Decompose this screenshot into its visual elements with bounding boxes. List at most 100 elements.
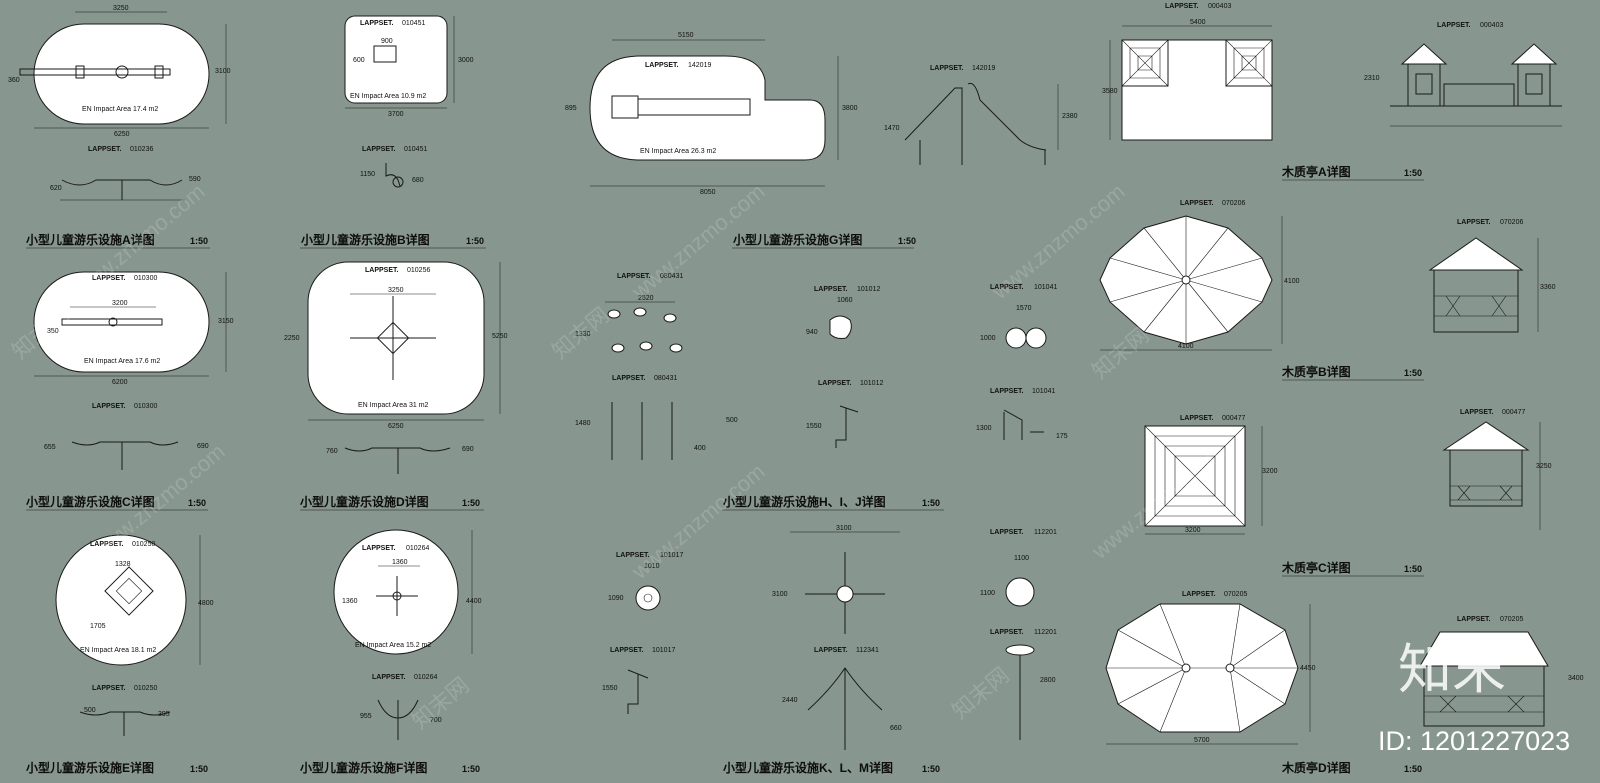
product-code: 101017 [660,552,683,559]
dim-elev-h: 2310 [1364,75,1380,82]
watermark-url: www.znzmo.com [626,459,769,585]
watermark-cn: 知末网 [407,672,474,734]
dim-elev-left: 760 [326,448,338,455]
panel-caption: 小型儿童游乐设施D详图 [300,494,429,509]
dim-elev-left: 1150 [360,171,375,178]
pivot [115,65,129,79]
product-code: 112341 [856,647,879,654]
spring-rider-elevation [627,669,649,714]
dim-elev-h: 3360 [1540,284,1556,291]
dim-top: 1360 [392,559,408,566]
panel-a: LAPPSET. 010236 3250 3100 360 6250 EN Im… [8,5,231,249]
dim-inner-w: 900 [381,38,393,45]
roof-right-elevation [1510,43,1558,65]
product-code: 010250 [132,541,155,548]
dim-elev-left: 500 [84,707,96,714]
dim-elev-left: 955 [360,713,372,720]
panel-caption: 小型儿童游乐设施E详图 [26,760,154,775]
product-code: 010236 [130,146,153,153]
dim-elev-r: 660 [890,725,902,732]
window [1415,73,1433,95]
product-code: 142019 [972,65,995,72]
stepping-stone [639,341,653,351]
tower-left [1407,63,1441,107]
brand-label: LAPPSET. [1457,219,1491,226]
product-code: 142019 [688,62,711,69]
impact-area-outline [33,23,210,125]
dim-elev-right: 395 [158,711,170,718]
panel-scale: 1:50 [1404,168,1422,178]
dim-plan-h: 1100 [980,590,995,597]
product-code: 070205 [1500,616,1523,623]
impact-area-label: EN Impact Area 26.3 m2 [640,148,716,155]
dim-elev-h: 2440 [782,697,798,704]
roof-elevation [1442,421,1530,451]
brand-label: LAPPSET. [990,284,1024,291]
railing [1450,485,1522,501]
panel-pavilion-a: LAPPSET. 000403 5400 3580 LAPPSET. 00040… [1102,3,1562,181]
dim-bottom: 5700 [1194,737,1210,744]
dim-right: 4100 [1284,278,1300,285]
impact-area-outline [55,534,187,666]
stepping-stone [633,307,647,317]
dim-left: 2250 [284,335,300,342]
stool-top [1005,577,1035,607]
dim-right: 3800 [842,105,858,112]
impact-area-label: EN Impact Area 15.2 m2 [355,642,431,649]
panel-klm: LAPPSET. 101017 1010 1090 LAPPSET. 10101… [602,525,1057,775]
brand-label: LAPPSET. [360,20,394,27]
dim-left: 895 [565,105,577,112]
dim-left: 3580 [1102,88,1118,95]
product-code: 070206 [1500,219,1523,226]
roof-apex [1181,663,1191,673]
lamp-head [1005,644,1035,656]
brand-label: LAPPSET. [88,146,122,153]
product-code: 070206 [1222,200,1245,207]
slide-chute-elevation [967,82,1047,151]
brand-label: LAPPSET. [1180,415,1214,422]
dim-right: 4800 [198,600,214,607]
dim-right: 4400 [466,598,482,605]
panel-c: LAPPSET. 010300 3200 350 EN Impact Area … [26,271,234,511]
brand-label: LAPPSET. [617,273,651,280]
dim-side: 1705 [90,623,106,630]
stepping-stone [607,309,621,319]
pavilion-plan [1121,39,1273,141]
seesaw-beam [19,68,171,76]
dim-left: 350 [47,328,59,335]
impact-area-label: EN Impact Area 17.4 m2 [82,106,158,113]
brand-label: LAPPSET. [372,674,406,681]
product-code: 101017 [652,647,675,654]
panel-b: LAPPSET. 010451 900 600 EN Impact Area 1… [300,15,486,249]
seat [154,65,164,79]
product-code: 101012 [857,286,880,293]
dim-top: 3250 [388,287,404,294]
stepping-stone [663,313,677,323]
bridge [1443,83,1515,107]
brand-label: LAPPSET. [90,541,124,548]
spring-rider-plan [373,45,397,63]
brand-label: LAPPSET. [1165,3,1199,10]
impact-area-label: EN Impact Area 10.9 m2 [350,93,426,100]
dim-elev-right: 680 [412,177,424,184]
brand-label: LAPPSET. [990,529,1024,536]
seesaw-beam [61,318,163,326]
wheel [1025,327,1047,349]
panel-scale: 1:50 [922,764,940,774]
panel-scale: 1:50 [1404,564,1422,574]
stepping-stone [611,343,625,353]
dim-elev-right: 2380 [1062,113,1078,120]
panel-g: LAPPSET. 142019 EN Impact Area 26.3 m2 5… [565,32,1078,249]
product-code: 112201 [1034,529,1057,536]
brand-label: LAPPSET. [92,275,126,282]
brand-label: LAPPSET. [1457,616,1491,623]
product-code: 000477 [1502,409,1525,416]
dim-plan-w: 2520 [638,295,654,302]
dim-right: 3100 [215,68,231,75]
product-code: 010451 [402,20,425,27]
panel-caption: 小型儿童游乐设施C详图 [26,494,155,509]
dim-right: 3000 [458,57,474,64]
dim-left: 360 [8,77,20,84]
product-code: 101012 [860,380,883,387]
